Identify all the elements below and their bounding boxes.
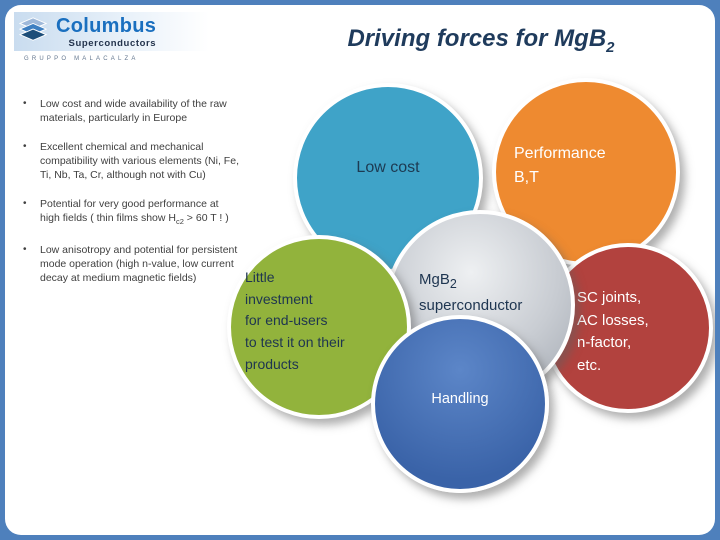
bullet-item: • Low anisotropy and potential for persi… bbox=[23, 243, 239, 285]
bullet-text-post: > 60 T ! ) bbox=[183, 212, 229, 225]
center-label-line1: MgB bbox=[419, 271, 450, 288]
logo-row: Columbus Superconductors bbox=[14, 12, 209, 51]
bullet-text-subscript: c2 bbox=[175, 217, 184, 227]
logo-company-name: Columbus bbox=[56, 15, 157, 37]
logo-group-name: GRUPPO MALACALZA bbox=[24, 56, 139, 62]
logo-text-block: Columbus Superconductors bbox=[56, 16, 156, 49]
bullet-text-pre: Potential for very good performance at h… bbox=[40, 198, 219, 225]
circle-low-cost-label: Low cost bbox=[356, 159, 420, 176]
bullet-item: • Potential for very good performance at… bbox=[23, 197, 239, 227]
center-label-subscript: 2 bbox=[449, 277, 457, 291]
slide: Columbus Superconductors GRUPPO MALACALZ… bbox=[5, 5, 715, 535]
bullet-item: • Low cost and wide availability of the … bbox=[23, 97, 239, 125]
circle-handling: Handling bbox=[371, 315, 549, 493]
bullet-text: Low cost and wide availability of the ra… bbox=[40, 98, 227, 125]
circle-investment-label: Little investment for end-users to test … bbox=[245, 269, 345, 372]
bullet-item: • Excellent chemical and mechanical comp… bbox=[23, 140, 239, 182]
slide-title-text: Driving forces for MgB bbox=[347, 25, 607, 52]
bullet-marker: • bbox=[23, 141, 27, 153]
bullet-text: Potential for very good performance at h… bbox=[40, 197, 239, 227]
bullet-text: Excellent chemical and mechanical compat… bbox=[40, 141, 239, 182]
circle-handling-label: Handling bbox=[431, 391, 489, 407]
bullet-marker: • bbox=[23, 98, 27, 109]
slide-title-subscript: 2 bbox=[606, 38, 615, 56]
bullet-list: • Low cost and wide availability of the … bbox=[23, 97, 239, 300]
circle-mgb2-center-label: MgB2 superconductor bbox=[419, 268, 522, 318]
bullet-text: Low anisotropy and potential for persist… bbox=[40, 243, 238, 284]
center-label-line2: superconductor bbox=[419, 297, 523, 315]
bullet-marker: • bbox=[23, 198, 27, 210]
columbus-logo-icon bbox=[18, 16, 50, 49]
circle-performance-label: Performance B,T bbox=[514, 145, 606, 186]
logo-division: Superconductors bbox=[68, 38, 157, 49]
slide-title: Driving forces for MgB2 bbox=[253, 25, 709, 56]
circle-sc-issues-label: SC joints, AC losses, n-factor, etc. bbox=[577, 289, 649, 374]
columbus-logo: Columbus Superconductors GRUPPO MALACALZ… bbox=[14, 12, 209, 62]
bullet-marker: • bbox=[23, 243, 27, 255]
